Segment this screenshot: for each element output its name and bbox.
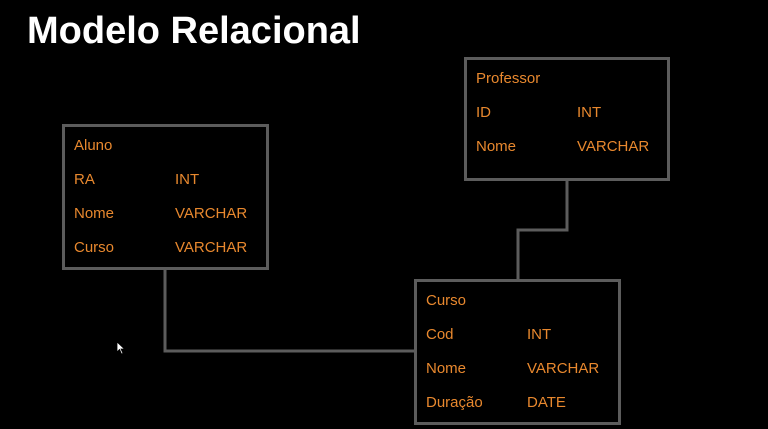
field-name: Nome	[476, 138, 517, 155]
field-name: Duração	[426, 394, 483, 411]
field-name: Nome	[74, 205, 115, 222]
field-type: VARCHAR	[175, 239, 248, 256]
field-type: VARCHAR	[175, 205, 248, 222]
field-name: Nome	[426, 360, 467, 377]
entity-curso[interactable]: Curso Cod INT Nome VARCHAR Duração DATE	[414, 279, 621, 425]
field-name: ID	[476, 104, 491, 121]
entity-name: Curso	[426, 292, 467, 309]
field-name: Curso	[74, 239, 115, 256]
field-type: INT	[527, 326, 552, 343]
field-type: INT	[577, 104, 602, 121]
field-type: INT	[175, 171, 200, 188]
field-name: RA	[74, 171, 95, 188]
entity-professor[interactable]: Professor ID INT Nome VARCHAR	[464, 57, 670, 181]
mouse-pointer-icon	[116, 341, 126, 355]
field-name: Cod	[426, 326, 454, 343]
entity-name: Aluno	[74, 137, 113, 154]
field-type: VARCHAR	[577, 138, 650, 155]
entity-aluno[interactable]: Aluno RA INT Nome VARCHAR Curso VARCHAR	[62, 124, 269, 270]
slide-title: Modelo Relacional	[27, 10, 361, 52]
entity-name: Professor	[476, 70, 541, 87]
field-type: DATE	[527, 394, 566, 411]
field-type: VARCHAR	[527, 360, 600, 377]
relationship-professor-curso	[516, 180, 569, 280]
relationship-aluno-curso	[163, 269, 415, 353]
